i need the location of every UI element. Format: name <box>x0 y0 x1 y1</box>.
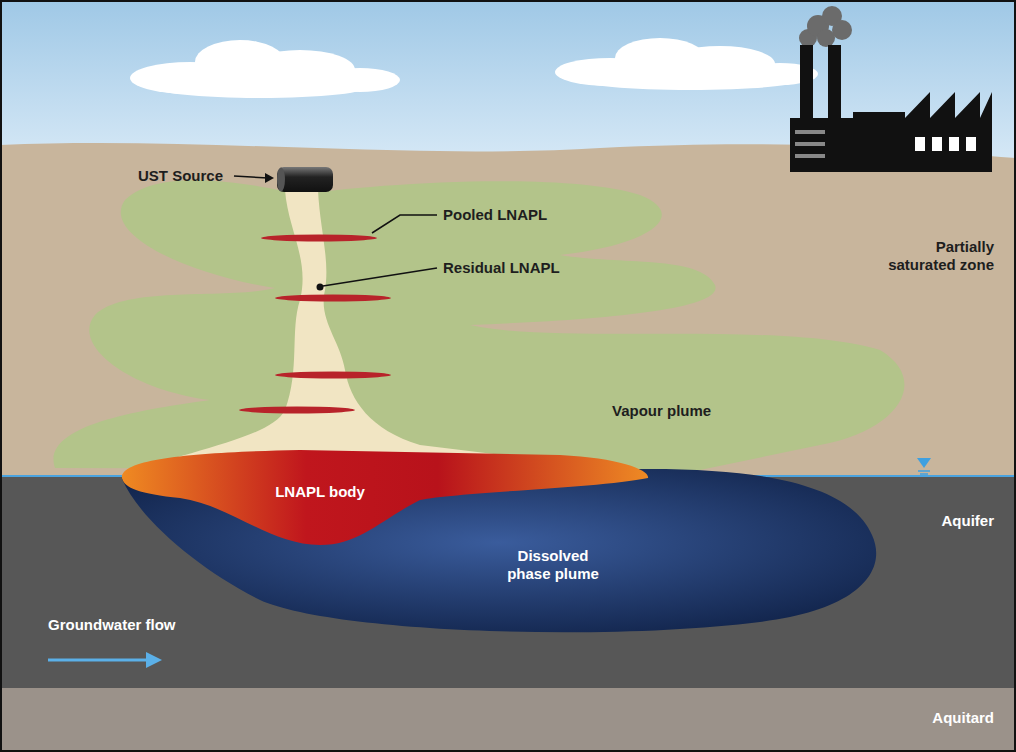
flow-arrow <box>48 652 162 668</box>
aquitard-layer <box>0 688 1016 752</box>
flow-label: Groundwater flow <box>48 616 176 634</box>
layer-label: Aquitard <box>932 709 994 727</box>
clouds <box>130 38 818 98</box>
layer-label: Aquifer <box>942 512 995 530</box>
vapour-plume <box>53 180 904 470</box>
ground <box>0 143 1016 476</box>
lnapl-body-shape <box>118 446 652 548</box>
leader-lines <box>234 173 437 291</box>
plume-label: Vapour plume <box>612 402 711 420</box>
residual-lnapl <box>122 190 640 478</box>
lnapl-body: LNAPL body <box>118 446 652 548</box>
callout-label: Residual LNAPL <box>443 259 560 277</box>
callout-label: Pooled LNAPL <box>443 206 547 224</box>
tank <box>277 167 333 192</box>
shape-label: Dissolved phase plume <box>497 547 609 583</box>
pooled-lnapl <box>239 235 391 414</box>
tank-end <box>277 168 285 192</box>
zone-label: Partially saturated zone <box>866 238 994 274</box>
callout-label: UST Source <box>138 167 223 185</box>
water-table-symbol <box>917 458 931 474</box>
shape-label: LNAPL body <box>275 483 365 501</box>
factory <box>790 6 992 172</box>
